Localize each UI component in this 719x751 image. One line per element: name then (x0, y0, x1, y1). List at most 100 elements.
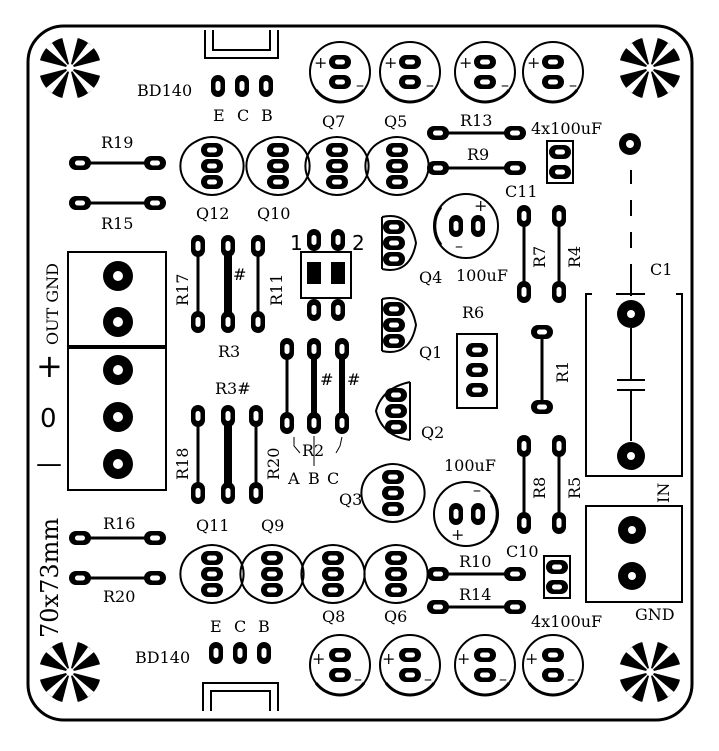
resistor-r18: R18 (173, 405, 205, 504)
svg-text:B: B (308, 469, 320, 488)
resistor-r9: R9 (427, 145, 526, 175)
top-caps: + – + – + – + – (310, 42, 583, 102)
svg-text:–: – (569, 75, 577, 94)
pin-b-bottom: B (258, 617, 270, 636)
svg-text:+: + (525, 649, 538, 668)
svg-text:+: + (384, 53, 397, 72)
svg-text:Q2: Q2 (421, 423, 444, 442)
svg-text:R6: R6 (462, 303, 484, 322)
resistor-r6: R6 (456, 303, 498, 409)
resistor-r10: R10 (427, 552, 526, 581)
svg-text:R11: R11 (267, 274, 286, 306)
svg-text:–: – (354, 669, 362, 688)
svg-text:–: – (455, 236, 463, 255)
svg-text:Q6: Q6 (384, 607, 407, 626)
transistor-q5: Q5 (365, 112, 428, 195)
svg-text:–: – (473, 480, 481, 499)
bd140-bottom-label: BD140 (135, 648, 190, 667)
svg-text:R9: R9 (467, 145, 489, 164)
terminal-power: + 0 — (36, 345, 167, 491)
capacitor-100uf-top: + – 100uF (433, 193, 508, 285)
svg-text:2: 2 (352, 231, 365, 255)
svg-text:4x100uF: 4x100uF (531, 612, 602, 631)
resistor-r3: # R3 (218, 235, 246, 361)
svg-text:R7: R7 (530, 246, 549, 268)
svg-text:+: + (382, 649, 395, 668)
transistor-q4: Q4 (382, 216, 442, 287)
pin-e-top: E (213, 106, 225, 125)
svg-text:100uF: 100uF (456, 266, 508, 285)
svg-text:–: – (426, 75, 434, 94)
resistor-r1: R1 (531, 325, 572, 414)
svg-text:Q9: Q9 (261, 516, 284, 535)
svg-text:Q12: Q12 (196, 204, 229, 223)
transistor-q7: Q7 (305, 112, 368, 195)
capacitor-c10: C10 4x100uF (506, 542, 602, 631)
bottom-caps: + – + – + – + – (310, 635, 583, 695)
resistor-r5: R5 (552, 435, 584, 534)
board-size-label: 70x73mm (36, 518, 64, 638)
svg-text:C10: C10 (506, 542, 539, 561)
svg-text:R10: R10 (459, 552, 491, 571)
resistor-r7: R7 (517, 205, 549, 303)
svg-text:Q11: Q11 (196, 516, 229, 535)
capacitor-c1: C1 (585, 133, 683, 477)
transistor-q9: Q9 (240, 516, 303, 603)
svg-text:R15: R15 (101, 214, 133, 233)
resistor-r11: R11 (251, 235, 286, 333)
resistor-r19: R19 (69, 133, 166, 170)
svg-text:#: # (347, 370, 360, 389)
mounting-hole-bottom-left (37, 639, 103, 705)
svg-text:OUT GND: OUT GND (43, 263, 62, 345)
resistor-r17: R17 (173, 235, 205, 333)
svg-text:–: – (356, 75, 364, 94)
svg-text:100uF: 100uF (444, 456, 496, 475)
pin-b-top: B (261, 106, 273, 125)
svg-text:#: # (320, 370, 333, 389)
svg-text:R17: R17 (173, 274, 192, 306)
svg-text:GND: GND (635, 605, 675, 624)
svg-text:C11: C11 (505, 182, 538, 201)
svg-text:+: + (36, 347, 63, 385)
svg-text:+: + (457, 649, 470, 668)
svg-text:1: 1 (290, 231, 303, 255)
mounting-hole-top-left (37, 35, 103, 101)
svg-text:Q7: Q7 (322, 112, 345, 131)
svg-text:A: A (287, 469, 300, 488)
svg-text:–: – (567, 669, 575, 688)
transistor-q8: Q8 (301, 545, 364, 626)
transistor-q10: Q10 (246, 137, 309, 223)
jumper-block: 1 2 (290, 229, 365, 321)
pin-e-bottom: E (210, 617, 222, 636)
mounting-hole-bottom-right (617, 639, 683, 705)
resistor-r15: R15 (69, 196, 166, 233)
resistor-r3-hash: R3# (215, 379, 251, 504)
transistor-q11: Q11 (180, 516, 243, 603)
svg-text:R19: R19 (101, 133, 133, 152)
svg-text:C1: C1 (650, 260, 672, 279)
resistor-r16: R16 (69, 514, 166, 545)
transistor-q6: Q6 (364, 545, 427, 626)
svg-text:Q4: Q4 (419, 268, 442, 287)
svg-text:–: – (424, 669, 432, 688)
transistor-q12: Q12 (180, 137, 243, 223)
svg-text:4x100uF: 4x100uF (531, 119, 602, 138)
resistor-r20-right: R20 (249, 405, 283, 504)
mounting-hole-top-right (617, 35, 683, 101)
svg-text:Q3: Q3 (339, 490, 362, 509)
svg-text:#: # (233, 265, 246, 284)
svg-text:Q5: Q5 (384, 112, 407, 131)
svg-text:R20: R20 (264, 448, 283, 480)
resistor-r8: R8 (517, 435, 549, 534)
resistor-r13: R13 (427, 111, 526, 140)
board-outline (26, 24, 694, 722)
svg-text:Q1: Q1 (419, 343, 442, 362)
svg-text:R3: R3 (218, 342, 240, 361)
resistor-r4: R4 (552, 205, 584, 303)
svg-text:R16: R16 (103, 514, 135, 533)
svg-text:R1: R1 (553, 361, 572, 383)
svg-text:+: + (451, 525, 464, 544)
svg-text:+: + (527, 53, 540, 72)
svg-text:R20: R20 (103, 587, 135, 606)
